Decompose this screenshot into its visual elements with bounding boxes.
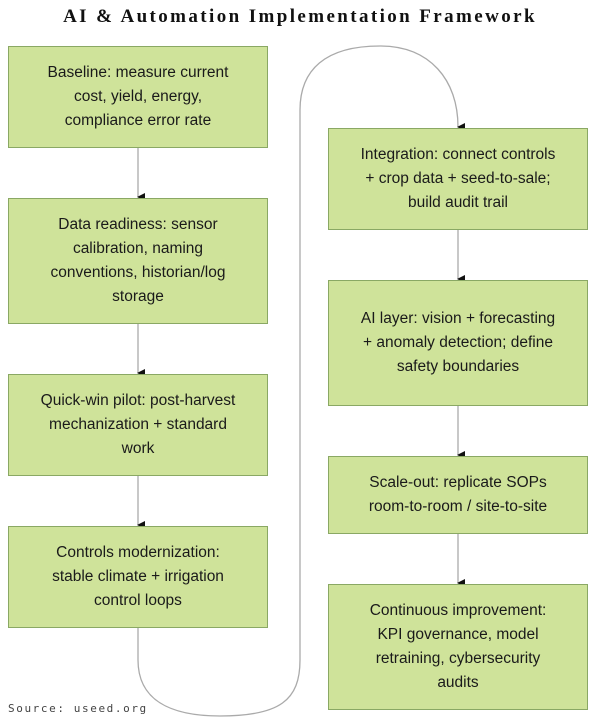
step-quick-win-pilot: Quick-win pilot: post-harvest mechanizat…	[8, 374, 268, 476]
step-continuous-improvement: Continuous improvement: KPI governance, …	[328, 584, 588, 710]
step-data-readiness: Data readiness: sensor calibration, nami…	[8, 198, 268, 324]
source-note: Source: useed.org	[8, 702, 148, 715]
step-ai-layer: AI layer: vision + forecasting + anomaly…	[328, 280, 588, 406]
edge-controls-modernization-to-integration	[137, 45, 466, 717]
diagram-title: AI & Automation Implementation Framework	[63, 6, 537, 27]
step-baseline: Baseline: measure current cost, yield, e…	[8, 46, 268, 148]
step-scale-out: Scale-out: replicate SOPs room-to-room /…	[328, 456, 588, 534]
step-controls-modernization: Controls modernization: stable climate +…	[8, 526, 268, 628]
step-integration: Integration: connect controls + crop dat…	[328, 128, 588, 230]
